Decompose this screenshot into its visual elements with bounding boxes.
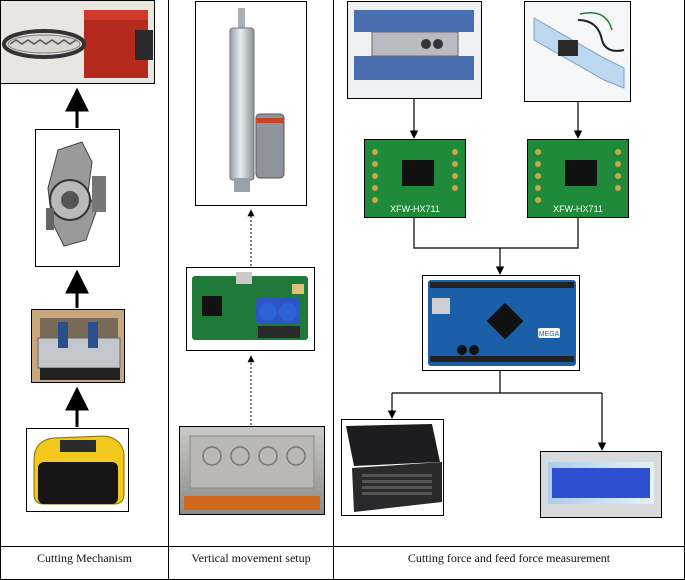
- arduino-mega-label: MEGA: [539, 331, 560, 338]
- hx711-left-label: XFW-HX711: [390, 204, 440, 214]
- drill-battery-image: [26, 428, 129, 512]
- linear-actuator-image: [195, 1, 307, 206]
- caption-vertical-movement: Vertical movement setup: [191, 551, 311, 565]
- laptop-image: [341, 419, 444, 516]
- caption-force-measurement: Cutting force and feed force measurement: [407, 551, 611, 565]
- hx711-board-left: XFW-HX711: [364, 139, 466, 218]
- motor-driver-board-image: [186, 267, 315, 351]
- motor-assembly-image: [31, 309, 125, 383]
- load-cell-image: [524, 1, 631, 102]
- lcd-display-image: [540, 451, 662, 518]
- cutter-image: [0, 0, 155, 84]
- hx711-right-label: XFW-HX711: [553, 204, 603, 214]
- load-cell-fixture-image: [347, 1, 482, 99]
- col3-connectors: [387, 98, 607, 451]
- arduino-mega-image: MEGA: [422, 275, 580, 371]
- caption-cutting-mechanism: Cutting Mechanism: [37, 551, 132, 565]
- lead-acid-battery-image: [179, 426, 325, 515]
- hx711-board-right: XFW-HX711: [527, 139, 629, 218]
- gearbox-image: [35, 129, 120, 267]
